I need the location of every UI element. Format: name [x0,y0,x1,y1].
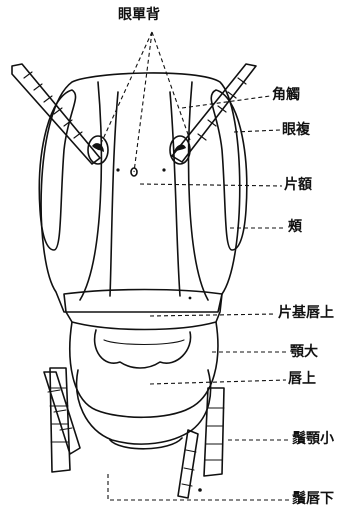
label-labrum: 唇上 [288,372,316,386]
label-simple-eyes: 眼單背 [118,8,160,22]
right-labial-palp [178,430,198,498]
label-frons: 片額 [284,178,312,192]
label-maxillary-palp: 鬚顎小 [292,432,334,446]
right-compound-eye [211,90,247,250]
left-ocellus [116,168,119,171]
leader-lines [98,32,290,500]
label-compound-eye: 眼複 [282,123,310,137]
label-labial-palp: 鬚唇下 [292,492,334,506]
labrum [70,322,218,417]
label-gena: 頰 [288,220,302,234]
label-clypeus: 片基唇上 [278,306,334,320]
left-antenna [12,64,100,164]
label-mandible: 顎大 [290,345,318,359]
label-antenna: 角觸 [272,88,300,102]
right-maxillary-palp [204,388,224,476]
left-compound-eye [39,90,75,250]
clypeus [64,290,222,330]
right-ocellus [162,168,165,171]
